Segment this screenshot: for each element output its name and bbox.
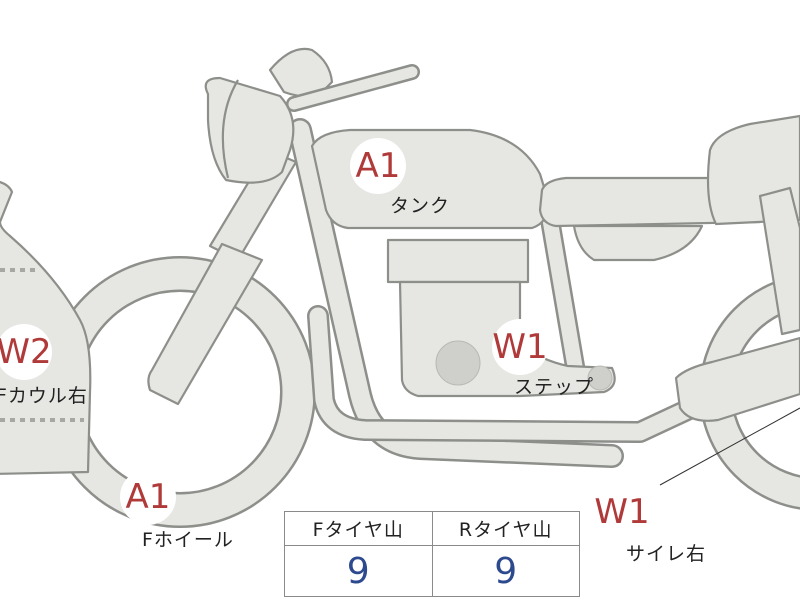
damage-code: A1 — [126, 477, 171, 517]
front-tread-header: Fタイヤ山 — [284, 511, 433, 546]
damage-marker-badge — [0, 324, 52, 380]
damage-code: A1 — [356, 146, 401, 186]
damage-code: W2 — [0, 332, 52, 372]
tire-tread-table: Fタイヤ山 Rタイヤ山 9 9 — [284, 511, 580, 597]
rear-tread-header: Rタイヤ山 — [431, 511, 580, 546]
part-label: サイレ右 — [626, 543, 706, 565]
damage-marker-muffler-right: W1 サイレ右 — [594, 484, 706, 565]
front-cowl — [0, 180, 92, 475]
muffler — [674, 336, 800, 422]
headlight — [204, 47, 334, 184]
damage-marker-tank: A1 タンク — [350, 138, 450, 217]
damage-marker-badge — [594, 484, 650, 540]
damage-marker-badge — [492, 319, 548, 375]
part-label: Fホイール — [142, 529, 234, 551]
rear-tread-value: 9 — [431, 545, 580, 597]
seat — [538, 114, 800, 262]
front-tread-value: 9 — [284, 545, 433, 597]
tread-table-header-row: Fタイヤ山 Rタイヤ山 — [284, 511, 580, 546]
part-label: Fカウル右 — [0, 385, 88, 407]
part-label: タンク — [390, 195, 450, 217]
damage-marker-badge — [350, 138, 406, 194]
damage-code: W1 — [594, 492, 649, 532]
part-label: ステップ — [514, 376, 594, 398]
rear-frame — [758, 186, 800, 336]
muffler-leader-line — [659, 407, 800, 486]
frame-tubes — [288, 118, 711, 468]
handlebar — [286, 64, 420, 112]
damage-marker-step: W1 ステップ — [492, 319, 594, 398]
tread-table-value-row: 9 9 — [284, 545, 580, 597]
engine — [386, 238, 616, 398]
damage-code: W1 — [492, 327, 547, 367]
damage-marker-badge — [120, 469, 176, 525]
